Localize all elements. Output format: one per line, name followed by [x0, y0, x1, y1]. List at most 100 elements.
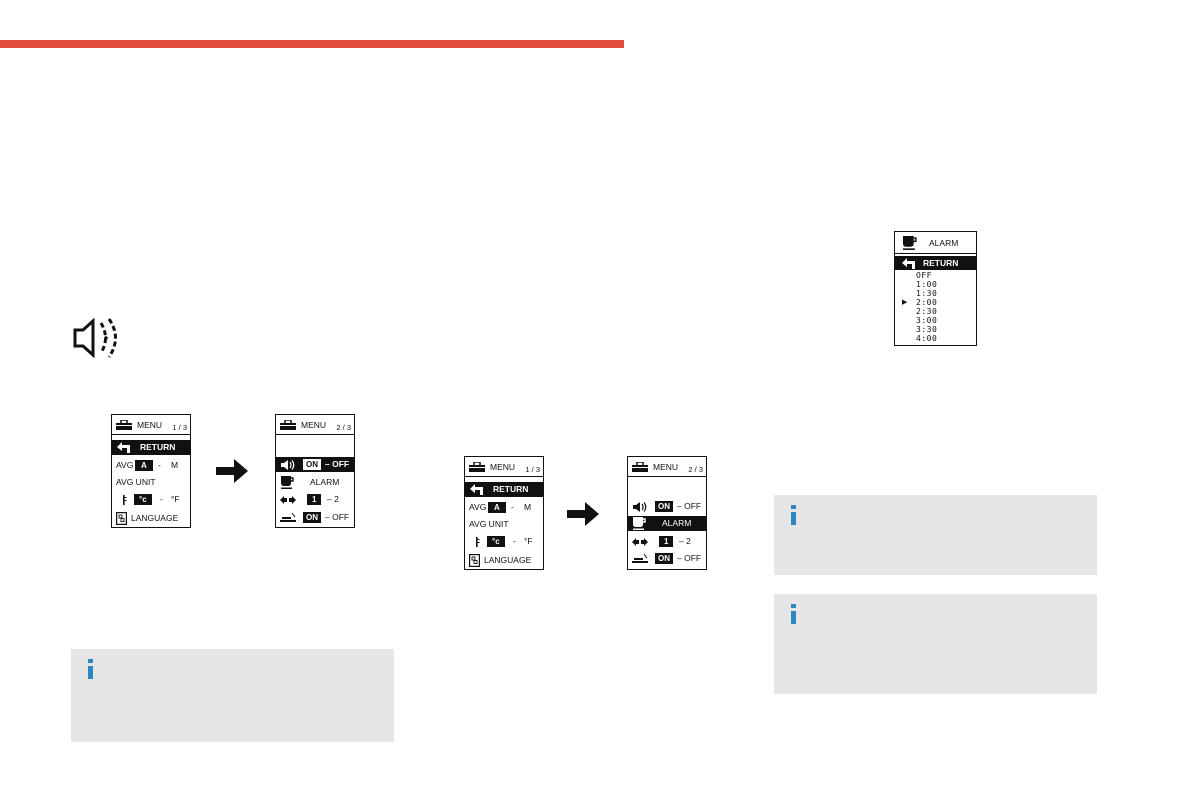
alarm-screen: ALARM RETURN ▶ OFF 1:00 1:30 2:00 2:30 3… — [894, 231, 977, 346]
avg-label: AVG — [116, 460, 134, 470]
backlight-on-value: ON — [303, 512, 321, 523]
sound-on-value: ON — [655, 501, 673, 512]
menu-item-avg-unit[interactable]: AVG UNIT — [465, 517, 543, 532]
avg-separator: - — [158, 460, 161, 470]
language-icon — [469, 554, 480, 567]
page-indicator: 1 / 3 — [172, 423, 187, 432]
volume-icon — [633, 502, 647, 512]
brightness-arrows-icon — [280, 496, 296, 504]
coffee-cup-icon — [633, 517, 646, 530]
menu-item-language[interactable]: LANGUAGE — [465, 553, 543, 568]
brightness-selected-value: 1 — [659, 536, 674, 547]
page-indicator: 1 / 3 — [525, 465, 540, 474]
screen-header: MENU 2 / 3 — [276, 415, 354, 435]
menu-item-language[interactable]: LANGUAGE — [112, 511, 190, 526]
menu-item-brightness[interactable]: 1 – 2 — [628, 534, 706, 549]
avg-unit-label: AVG UNIT — [469, 519, 509, 529]
alarm-option[interactable]: OFF — [916, 271, 932, 280]
return-label: RETURN — [923, 258, 959, 268]
temp-selected-unit: °c — [487, 536, 505, 547]
brightness-other-value: – 2 — [679, 536, 691, 546]
menu-item-avg[interactable]: AVG A - M — [465, 500, 543, 515]
sound-off-option: – OFF — [677, 501, 702, 511]
alarm-option[interactable]: 3:00 — [916, 316, 938, 325]
return-label: RETURN — [493, 484, 529, 494]
alarm-option[interactable]: 3:30 — [916, 325, 938, 334]
menu-title: MENU — [653, 462, 679, 472]
page-indicator: 2 / 3 — [336, 423, 351, 432]
menu-item-return[interactable]: RETURN — [112, 440, 190, 455]
return-arrow-icon — [902, 258, 915, 269]
menu-item-backlight[interactable]: ON – OFF — [276, 510, 354, 525]
menu-item-avg-unit[interactable]: AVG UNIT — [112, 475, 190, 490]
screen-header: MENU 1 / 3 — [465, 457, 543, 477]
language-label: LANGUAGE — [131, 513, 179, 523]
avg-other-value: M — [171, 460, 179, 470]
screen-header: MENU 1 / 3 — [112, 415, 190, 435]
right-arrow-icon — [567, 502, 599, 526]
avg-separator: - — [511, 502, 514, 512]
screen-header: ALARM — [895, 232, 976, 254]
info-box — [71, 649, 394, 742]
backlight-icon — [632, 554, 648, 563]
avg-label: AVG — [469, 502, 487, 512]
selection-pointer: ▶ — [902, 299, 908, 306]
menu-screen-page1: MENU 1 / 3 RETURN AVG A - M AVG UNIT °c … — [464, 456, 544, 570]
menu-item-sound[interactable]: ON – OFF — [276, 457, 354, 472]
alarm-option[interactable]: 1:30 — [916, 289, 938, 298]
menu-item-avg[interactable]: AVG A - M — [112, 458, 190, 473]
right-arrow-icon — [216, 459, 248, 483]
menu-title: MENU — [301, 420, 327, 430]
sound-on-value: ON — [303, 459, 321, 470]
thermometer-icon — [123, 495, 127, 505]
volume-icon — [281, 460, 295, 470]
avg-selected-value: A — [488, 502, 506, 513]
avg-other-value: M — [524, 502, 532, 512]
info-icon — [87, 659, 95, 679]
menu-item-alarm[interactable]: ALARM — [276, 475, 354, 490]
backlight-off-option: – OFF — [325, 512, 350, 522]
alarm-option[interactable]: 1:00 — [916, 280, 938, 289]
sound-off-option: – OFF — [325, 459, 350, 469]
backlight-icon — [280, 513, 296, 522]
menu-screen-page2: MENU 2 / 3 ON – OFF ALARM 1 – 2 ON – OFF — [627, 456, 707, 570]
menu-screen-page1: MENU 1 / 3 RETURN AVG A - M AVG UNIT °c … — [111, 414, 191, 528]
return-arrow-icon — [470, 484, 483, 495]
alarm-option[interactable]: 2:30 — [916, 307, 938, 316]
menu-item-return[interactable]: RETURN — [465, 482, 543, 497]
toolbox-icon — [280, 420, 296, 430]
menu-title: MENU — [137, 420, 163, 430]
info-box — [774, 594, 1097, 694]
menu-title: MENU — [490, 462, 516, 472]
thermometer-icon — [476, 537, 480, 547]
toolbox-icon — [632, 462, 648, 472]
coffee-cup-icon — [903, 236, 917, 250]
alarm-title: ALARM — [929, 238, 959, 248]
menu-item-temperature[interactable]: °c - °F — [112, 492, 190, 507]
backlight-off-option: – OFF — [677, 553, 702, 563]
avg-unit-label: AVG UNIT — [116, 477, 156, 487]
menu-item-return[interactable]: RETURN — [895, 256, 976, 270]
info-icon — [790, 604, 798, 624]
menu-item-alarm[interactable]: ALARM — [628, 516, 706, 531]
info-icon — [790, 505, 798, 525]
temp-separator: - — [160, 494, 163, 504]
screen-header: MENU 2 / 3 — [628, 457, 706, 477]
menu-item-sound[interactable]: ON – OFF — [628, 499, 706, 514]
info-box — [774, 495, 1097, 575]
language-icon — [116, 512, 127, 525]
brightness-arrows-icon — [632, 538, 648, 546]
accent-bar — [0, 40, 624, 48]
language-label: LANGUAGE — [484, 555, 532, 565]
menu-item-temperature[interactable]: °c - °F — [465, 534, 543, 549]
alarm-options-list: OFF 1:00 1:30 2:00 2:30 3:00 3:30 4:00 — [916, 271, 937, 343]
coffee-cup-icon — [281, 476, 294, 489]
alarm-label: ALARM — [310, 477, 340, 487]
alarm-option[interactable]: 2:00 — [916, 298, 938, 307]
alarm-option[interactable]: 4:00 — [916, 334, 938, 343]
temp-other-unit: °F — [524, 536, 533, 546]
return-arrow-icon — [117, 442, 130, 453]
menu-item-backlight[interactable]: ON – OFF — [628, 551, 706, 566]
menu-item-brightness[interactable]: 1 – 2 — [276, 492, 354, 507]
brightness-selected-value: 1 — [307, 494, 322, 505]
